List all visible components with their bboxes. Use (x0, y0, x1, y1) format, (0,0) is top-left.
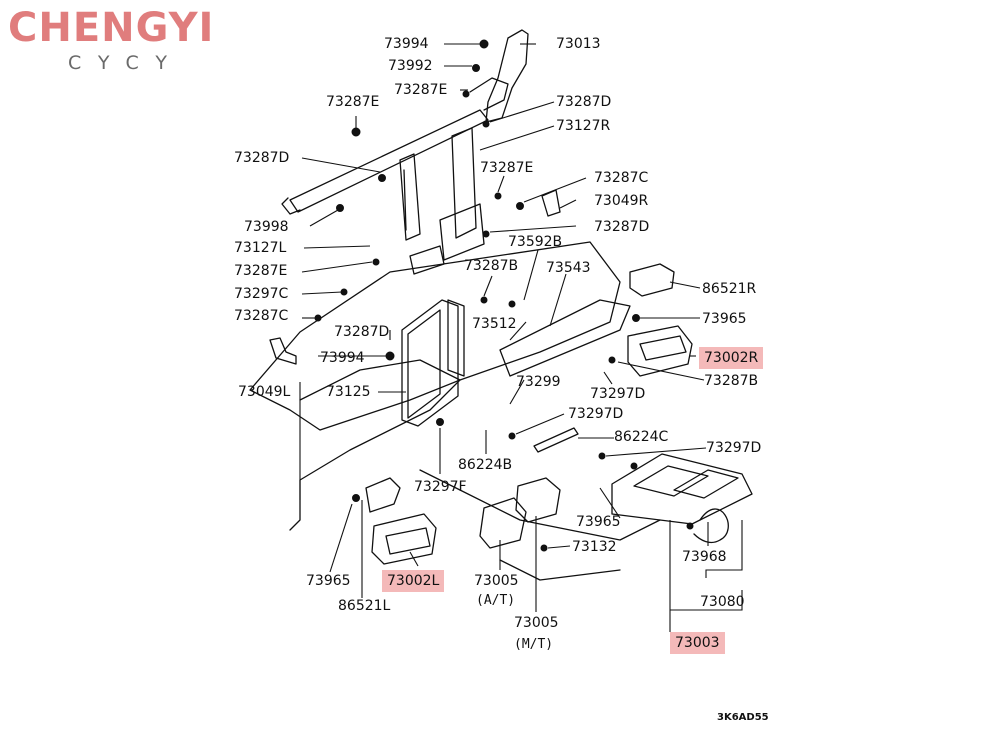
part-label-73297d_a: 73297D (590, 386, 646, 402)
mt-variant-label: (M/T) (514, 637, 554, 652)
wire-73080 (693, 508, 729, 544)
part-label-73965_m: 73965 (576, 514, 621, 530)
part-label-73287c_left: 73287C (234, 308, 289, 324)
support-bar (289, 109, 489, 213)
part-label-73005_mt: 73005 (514, 615, 559, 631)
part-label-73080: 73080 (700, 594, 745, 610)
panel-86224c (533, 427, 579, 453)
part-label-73297d_b: 73297D (568, 406, 624, 422)
part-label-73297d_c: 73297D (706, 440, 762, 456)
center-stay (451, 127, 477, 239)
part-label-86224b: 86224B (458, 457, 513, 473)
part-label-73287b_r: 73287B (704, 373, 759, 389)
vent-73003 (611, 453, 753, 525)
part-label-73992: 73992 (388, 58, 433, 74)
part-label-73299: 73299 (516, 374, 561, 390)
part-label-73287d_right: 73287D (594, 219, 650, 235)
duct-86521l (365, 477, 401, 513)
part-label-73287e_top: 73287E (394, 82, 448, 98)
part-label-73125: 73125 (326, 384, 371, 400)
bracket-73049l (269, 337, 297, 365)
part-label-73049l: 73049L (238, 384, 291, 400)
part-label-73994b: 73994 (320, 350, 365, 366)
box-73005-at (479, 497, 527, 549)
part-label-73127l: 73127L (234, 240, 287, 256)
dash-frame-73125 (401, 299, 459, 427)
part-label-73287e_mid: 73287E (480, 160, 534, 176)
clip-73994 (479, 39, 489, 49)
part-label-73287c_right: 73287C (594, 170, 649, 186)
part-label-73002r: 73002R (699, 347, 764, 369)
part-label-73127r: 73127R (556, 118, 611, 134)
part-label-73297c: 73297C (234, 286, 289, 302)
vent-73002r (627, 325, 693, 377)
part-label-73287d_top: 73287D (556, 94, 612, 110)
part-label-73998: 73998 (244, 219, 289, 235)
diagram-code: 3K6AD55 (717, 712, 769, 723)
box-73005-mt (515, 477, 561, 523)
rail-73512 (499, 299, 631, 377)
duct-86521r (629, 263, 675, 297)
top-bracket (485, 29, 529, 123)
part-label-73287e_low: 73287E (234, 263, 288, 279)
brand-logo-sub: CYCY (68, 52, 185, 74)
part-label-73543: 73543 (546, 260, 591, 276)
part-label-73287d_left: 73287D (234, 150, 290, 166)
part-label-73287d_low: 73287D (334, 324, 390, 340)
part-label-73049r: 73049R (594, 193, 649, 209)
part-label-73592b: 73592B (508, 234, 563, 250)
part-label-73005_at: 73005 (474, 573, 519, 589)
part-label-73132: 73132 (572, 539, 617, 555)
at-variant-label: (A/T) (476, 593, 516, 608)
part-label-86224c: 86224C (614, 429, 669, 445)
part-label-73003: 73003 (670, 632, 725, 654)
part-label-73013: 73013 (556, 36, 601, 52)
part-label-73968: 73968 (682, 549, 727, 565)
part-label-86521r: 86521R (702, 281, 757, 297)
left-stay (399, 153, 421, 241)
part-label-73287b_mid: 73287B (464, 258, 519, 274)
part-label-73297f: 73297F (414, 479, 467, 495)
vent-73002l (371, 513, 437, 565)
brand-logo: CHENGYI (8, 5, 215, 51)
part-label-73287e_left: 73287E (326, 94, 380, 110)
part-label-86521l: 86521L (338, 598, 391, 614)
part-label-73512: 73512 (472, 316, 517, 332)
part-label-73965_r: 73965 (702, 311, 747, 327)
part-label-73965_l: 73965 (306, 573, 351, 589)
part-label-73994a: 73994 (384, 36, 429, 52)
part-label-73002l: 73002L (382, 570, 445, 592)
